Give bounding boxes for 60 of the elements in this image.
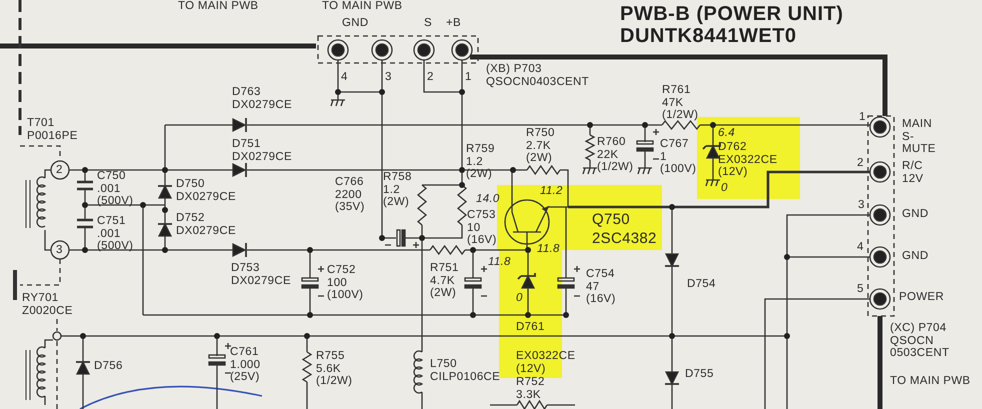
component-label: L750 CILP0106CE xyxy=(430,358,500,383)
pin-number: 1 xyxy=(859,111,866,124)
component-label: C766 2200 (35V) xyxy=(335,176,365,214)
component-label: R752 3.3K xyxy=(516,376,545,401)
component-label: D756 xyxy=(94,360,123,372)
connector-label: TO MAIN PWB xyxy=(322,0,402,12)
component-label: C750 .001 (500V) xyxy=(97,170,134,208)
component-label: T701 P0016PE xyxy=(27,117,78,142)
signal-name: GND xyxy=(342,17,368,30)
voltage-reading: 11.2 xyxy=(540,185,563,198)
component-label: D752 DX0279CE xyxy=(176,212,236,237)
signal-name: MAIN S-MUTE xyxy=(902,118,937,156)
component-label: D755 xyxy=(685,368,714,380)
pin-number: 5 xyxy=(857,283,864,296)
component-label: RY701 Z0020CE xyxy=(22,292,73,317)
pin-number: 2 xyxy=(857,157,864,170)
component-label: D761 xyxy=(516,321,545,334)
component-label: D754 xyxy=(687,278,716,290)
component-label: D753 DX0279CE xyxy=(231,262,291,287)
signal-name: +B xyxy=(446,17,461,30)
connector-label: TO MAIN PWB xyxy=(178,0,258,12)
signal-name: GND xyxy=(902,250,928,262)
connector-label: (XC) P704 QSOCN 0503CENT xyxy=(890,322,950,360)
component-label: R750 2.7K (2W) xyxy=(526,127,555,164)
voltage-reading: 0 xyxy=(721,182,728,194)
component-label: R761 47K (1/2W) xyxy=(662,84,698,122)
component-label: D751 DX0279CE xyxy=(232,138,292,163)
signal-name: POWER xyxy=(899,291,944,304)
pin-number: 4 xyxy=(341,71,348,84)
component-label: C752 100 (100V) xyxy=(327,264,364,302)
component-label: C751 .001 (500V) xyxy=(97,215,134,252)
pin-number: 3 xyxy=(385,71,392,84)
board-title: PWB-B (POWER UNIT) DUNTK8441WET0 xyxy=(620,3,844,47)
component-label: C753 10 (16V) xyxy=(467,209,497,246)
voltage-reading: 11.8 xyxy=(537,243,560,256)
connector-label: (XB) P703 QSOCN0403CENT xyxy=(486,63,589,88)
component-label: Q750 2SC4382 xyxy=(592,210,657,248)
pin-number: 2 xyxy=(427,71,434,84)
pin-number: 1 xyxy=(465,71,472,84)
voltage-reading: 0 xyxy=(516,292,523,304)
terminal-number: 3 xyxy=(56,244,63,256)
component-label: R758 1.2 (2W) xyxy=(383,171,412,208)
signal-name: R/C 12V xyxy=(902,160,924,185)
signal-name: S xyxy=(424,17,432,30)
pin-number: 4 xyxy=(857,241,864,254)
component-label: C767 1 (100V) xyxy=(660,138,696,176)
signal-name: GND xyxy=(902,208,928,220)
terminal-number: 2 xyxy=(56,164,63,176)
component-label: D763 DX0279CE xyxy=(232,86,292,111)
voltage-reading: 6.4 xyxy=(718,127,735,140)
component-label: D750 DX0279CE xyxy=(176,178,236,203)
connector-label: TO MAIN PWB xyxy=(890,375,970,388)
component-label: D762 EX0322CE (12V) xyxy=(718,141,778,178)
component-label: R760 22K (1/2W) xyxy=(597,136,634,174)
component-label: C754 47 (16V) xyxy=(586,268,616,306)
component-label: C761 1.000 (25V) xyxy=(230,346,260,384)
component-label: R755 5.6K (1/2W) xyxy=(316,350,352,388)
pin-number: 3 xyxy=(858,199,865,212)
component-label: R751 4.7K (2W) xyxy=(430,262,459,300)
component-label: R759 1.2 (2W) xyxy=(466,143,495,180)
